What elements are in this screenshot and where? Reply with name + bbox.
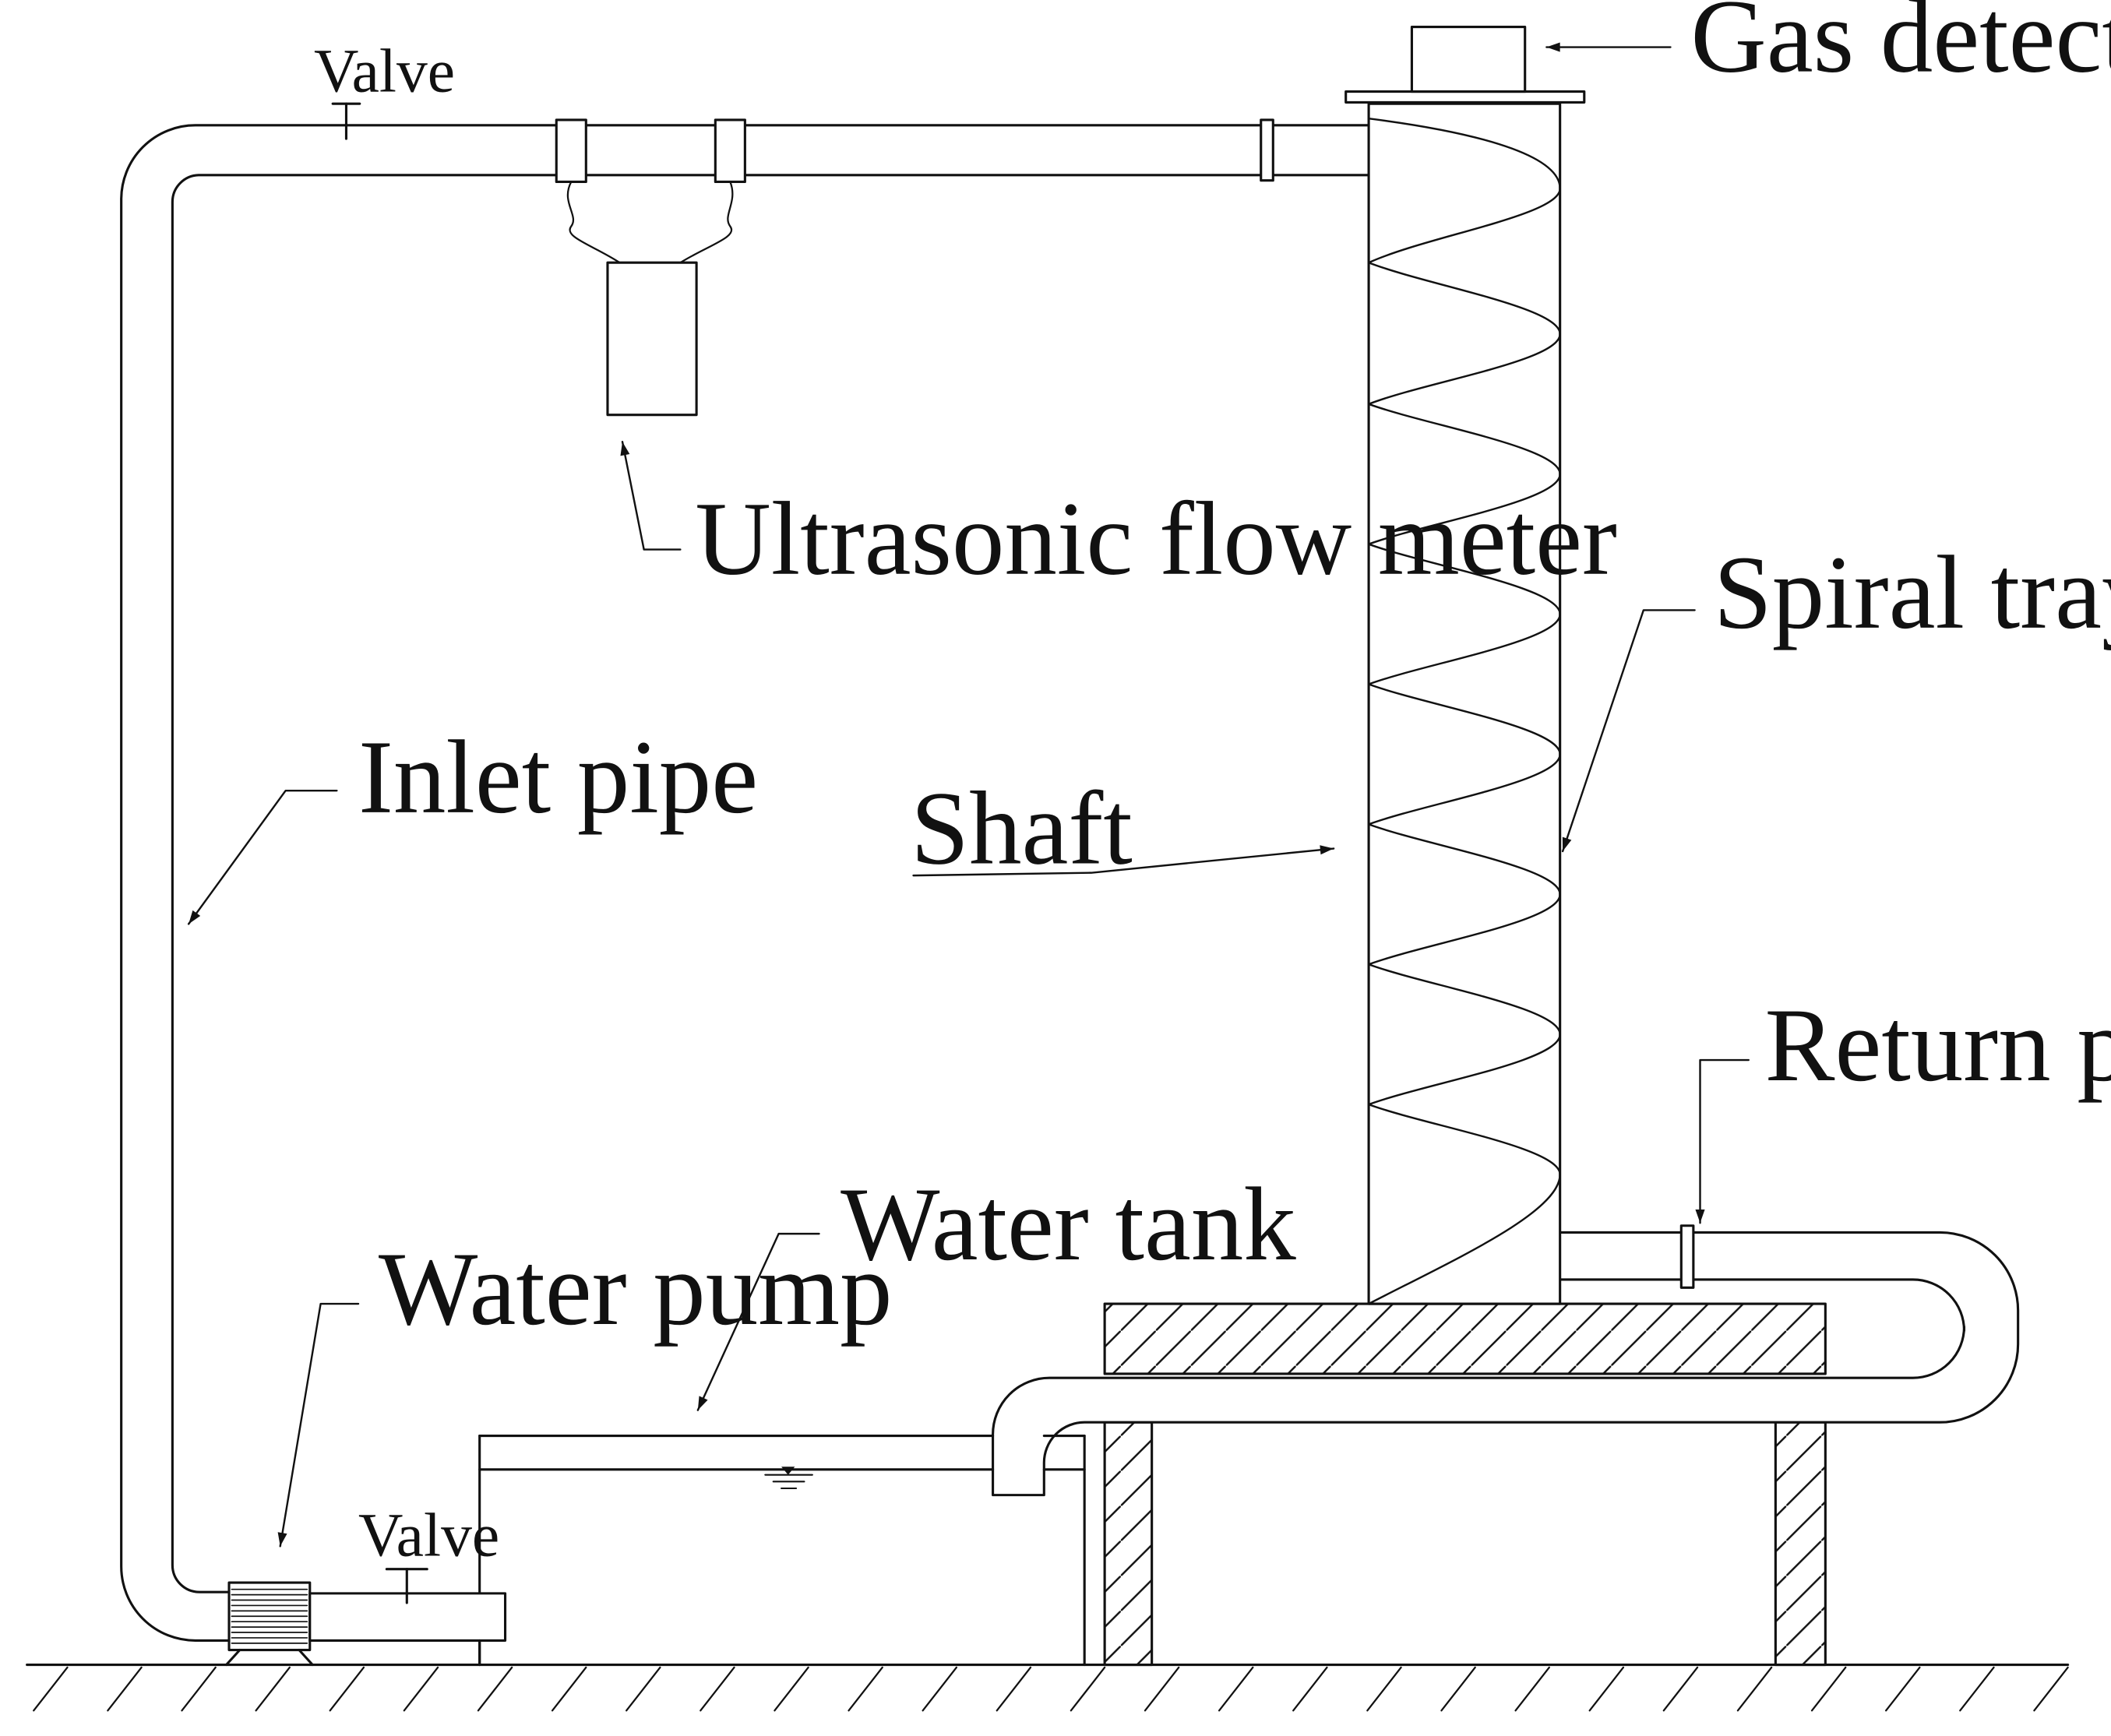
flow-meter-leader	[620, 441, 682, 551]
gas-detector-label: Gas detector	[1690, 0, 2111, 95]
valve-top-label: Valve	[314, 37, 455, 106]
spiral-tray-label: Spiral tray	[1714, 535, 2111, 651]
valve-top-symbol	[331, 102, 361, 140]
spiral-tray	[1367, 117, 1561, 1305]
inlet-pipe-flange	[1260, 118, 1274, 182]
ultrasonic-flow-meter-label: Ultrasonic flow meter	[695, 481, 1617, 597]
water-tank	[478, 1434, 1086, 1667]
valve-bottom-symbol	[385, 1568, 428, 1604]
ground	[26, 1663, 2070, 1712]
inlet-pipe	[120, 118, 1373, 1642]
shaft-label: Shaft	[911, 771, 1133, 887]
valve-bottom-label: Valve	[358, 1501, 499, 1569]
return-pipe-leader	[1695, 1058, 1750, 1224]
shaft-leader	[912, 845, 1335, 877]
shaft	[1367, 102, 1562, 1305]
inlet-pipe-label: Inlet pipe	[358, 720, 758, 836]
water-tank-label: Water tank	[841, 1167, 1296, 1283]
platform	[1103, 1302, 1827, 1667]
gas-detector	[1344, 26, 1586, 104]
return-pipe-flange	[1679, 1224, 1695, 1289]
water-pump-leader	[277, 1302, 360, 1548]
return-pipe-label: Return pipe	[1765, 988, 2111, 1104]
water-pump-label: Water pump	[379, 1231, 893, 1347]
water-tank-leader	[696, 1232, 820, 1411]
water-pump	[225, 1581, 507, 1667]
inlet-pipe-leader	[187, 789, 338, 925]
water-level-symbol	[764, 1467, 813, 1490]
spiral-tray-leader	[1561, 609, 1696, 853]
ultrasonic-flow-meter	[555, 118, 746, 417]
return-pipe	[992, 1224, 2020, 1497]
